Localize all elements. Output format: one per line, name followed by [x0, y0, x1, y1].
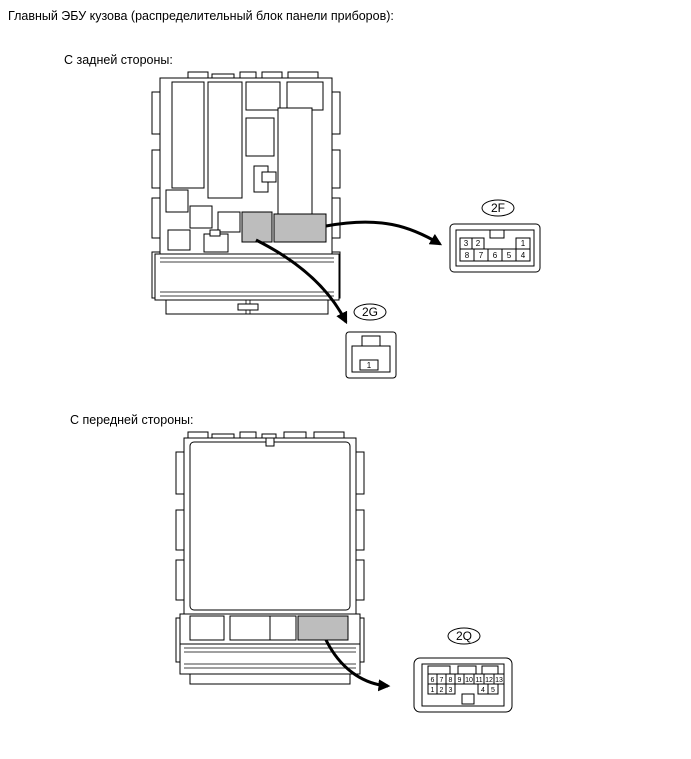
connector-2q: 2Q 6 7 8 9 10 11 12 13 1 2 3 4 5	[413, 627, 513, 713]
connector-2q-id: 2Q	[456, 629, 472, 643]
connector-2g: 2G 1	[345, 303, 397, 379]
rear-view-block	[151, 71, 341, 315]
pin-2q-3: 3	[449, 687, 453, 694]
connector-2q-id-oval	[447, 627, 481, 645]
pin-2f-6: 6	[493, 251, 498, 260]
pin-2q-13: 13	[495, 677, 503, 684]
connector-2g-id: 2G	[362, 305, 378, 319]
connector-2g-location	[241, 211, 273, 243]
pin-2f-2: 2	[476, 239, 481, 248]
connector-2f-id: 2F	[491, 201, 505, 215]
pin-2q-4: 4	[481, 687, 485, 694]
connector-2g-id-oval	[353, 303, 387, 321]
pin-2g-1: 1	[367, 361, 372, 370]
connector-2f: 2F 3 2 1 8 7 6 5 4	[449, 199, 541, 273]
pin-2f-8: 8	[465, 251, 470, 260]
connector-2f-id-oval	[481, 199, 515, 217]
pin-2q-6: 6	[431, 677, 435, 684]
pin-2f-3: 3	[464, 239, 469, 248]
front-view-label: С передней стороны:	[70, 413, 194, 427]
pin-2q-7: 7	[440, 677, 444, 684]
front-view-block	[175, 431, 365, 685]
diagram-title: Главный ЭБУ кузова (распределительный бл…	[8, 9, 394, 23]
pin-2q-5: 5	[491, 687, 495, 694]
pin-2f-1: 1	[521, 239, 526, 248]
pin-2q-10: 10	[465, 677, 473, 684]
arrow-to-2q	[324, 639, 391, 692]
pin-2f-5: 5	[507, 251, 512, 260]
connector-2q-location	[297, 615, 349, 641]
connector-2f-location	[273, 213, 327, 243]
pin-2q-11: 11	[475, 677, 482, 684]
pin-2q-8: 8	[449, 677, 453, 684]
pin-2q-12: 12	[485, 677, 493, 684]
rear-view-label: С задней стороны:	[64, 53, 173, 67]
pin-2q-2: 2	[440, 687, 444, 694]
pin-2f-7: 7	[479, 251, 484, 260]
arrow-to-2f	[325, 220, 443, 246]
arrow-to-2g	[255, 238, 348, 325]
pin-2q-1: 1	[431, 687, 435, 694]
pin-2q-9: 9	[458, 677, 462, 684]
pin-2f-4: 4	[521, 251, 526, 260]
